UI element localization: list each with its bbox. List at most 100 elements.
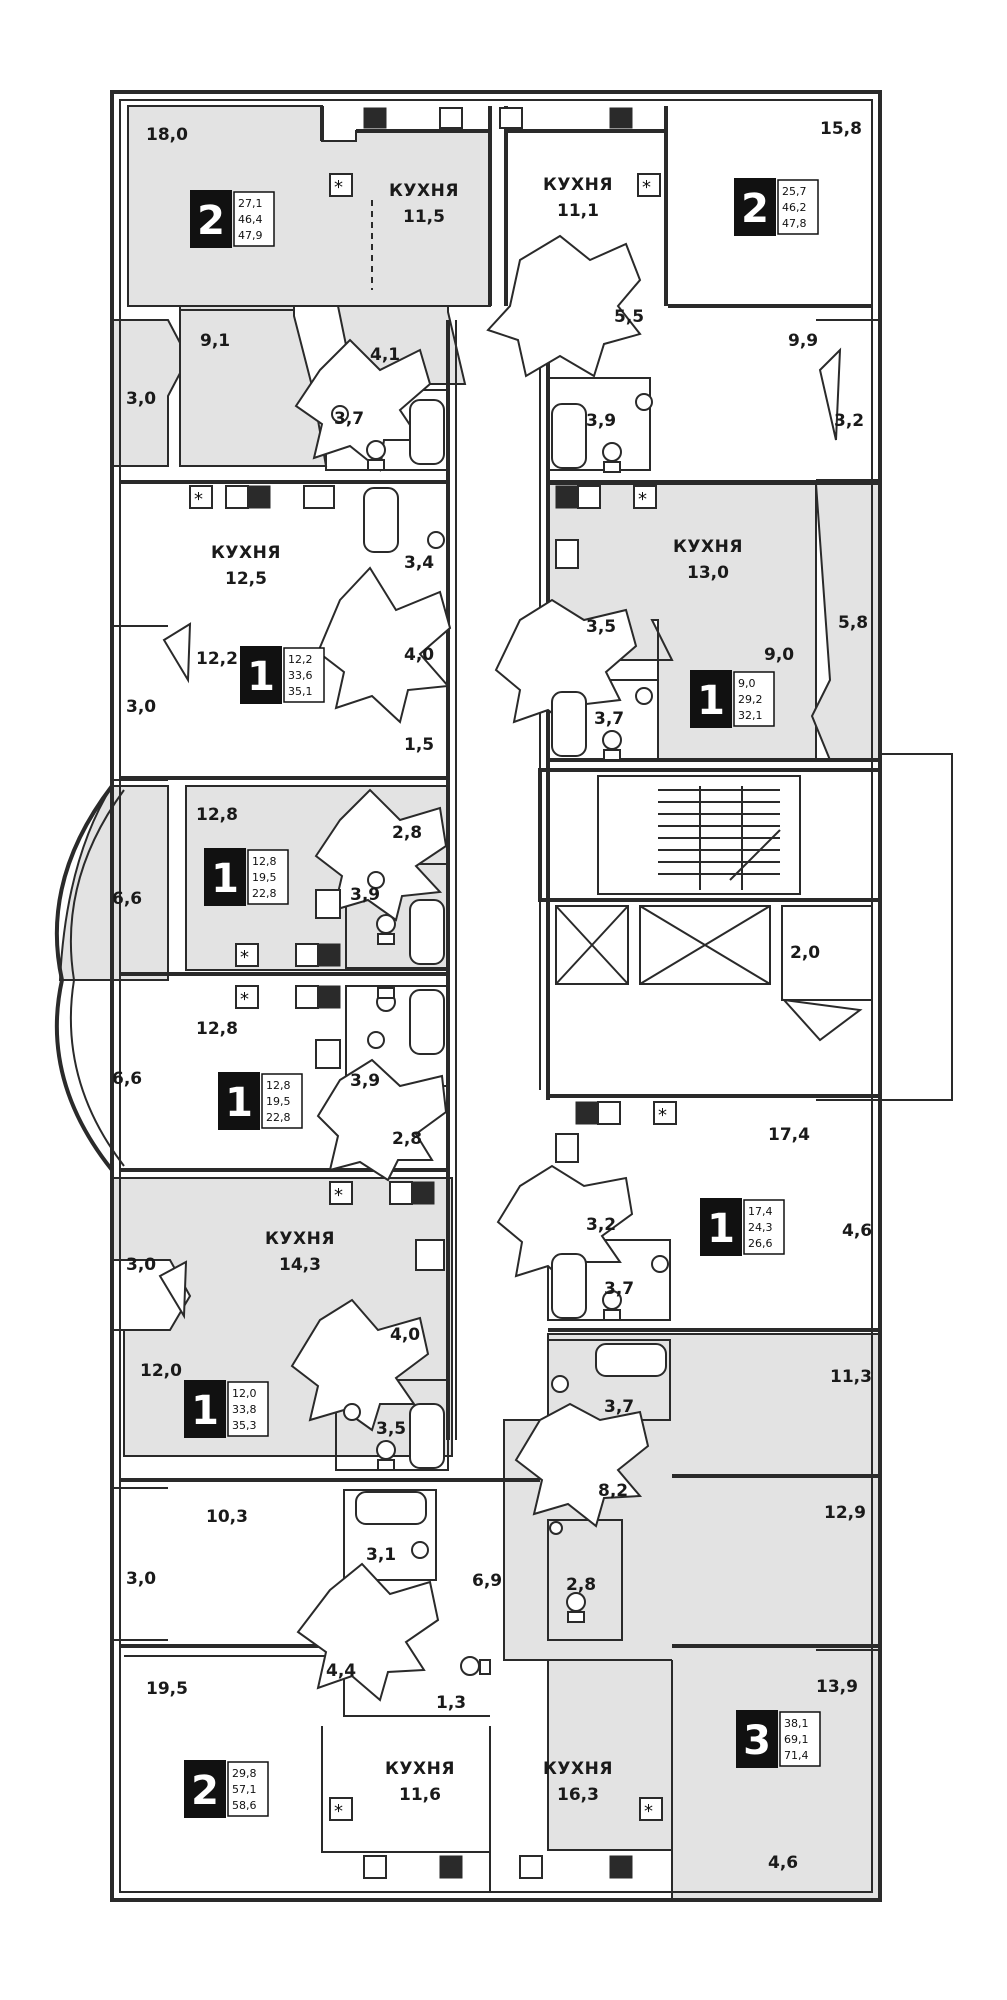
apartment-badge[interactable]: 1 9,0 29,2 32,1 [690, 670, 775, 728]
inner-walls [120, 106, 882, 1900]
badge-total-2: 57,1 [232, 1783, 257, 1796]
room-area: 3,9 [350, 885, 380, 905]
badge-total-1: 27,1 [238, 197, 263, 210]
badge-total-3: 58,6 [232, 1799, 257, 1812]
badge-total-3: 35,3 [232, 1419, 257, 1432]
room-area: 12,9 [824, 1503, 866, 1523]
apartment-badge[interactable]: 1 12,2 33,6 35,1 [240, 646, 325, 704]
apartment-badges: 2 27,1 46,4 47,9 2 25,7 46,2 47,8 1 12,2… [184, 178, 821, 1818]
badge-total-2: 19,5 [252, 871, 277, 884]
badge-total-2: 33,6 [288, 669, 313, 682]
room-area: 2,0 [790, 943, 820, 963]
kitchen-word-4: КУХНЯ [673, 537, 743, 557]
room-area: 3,9 [350, 1071, 380, 1091]
room-area: 4,4 [326, 1661, 356, 1681]
apartment-badge[interactable]: 3 38,1 69,1 71,4 [736, 1710, 821, 1768]
room-area: 13,9 [816, 1677, 858, 1697]
room-area: 10,3 [206, 1507, 248, 1527]
apartment-badge[interactable]: 2 27,1 46,4 47,9 [190, 190, 275, 248]
room-area: 2,8 [392, 1129, 422, 1149]
stove-icon [225, 107, 633, 1879]
fixtures: * * * * * * * * * * [189, 107, 677, 1879]
room-area: 5,5 [614, 307, 644, 327]
room-area: 18,0 [146, 125, 188, 145]
kitchen-area-2: 11,1 [557, 201, 599, 221]
room-area: 3,0 [126, 389, 156, 409]
room-area: 4,6 [842, 1221, 872, 1241]
kitchen-area-4: 13,0 [687, 563, 729, 583]
room-area: 1,3 [436, 1693, 466, 1713]
badge-rooms: 1 [707, 1206, 735, 1252]
badge-rooms: 1 [191, 1388, 219, 1434]
room-area: 3,0 [126, 1569, 156, 1589]
vent-icon: * * * * * * * * * * [189, 173, 677, 1822]
badge-rooms: 1 [225, 1080, 253, 1126]
room-area-labels: 18,0 15,8 5,5 9,1 4,1 9,9 3,0 3,7 3,9 3,… [112, 119, 872, 1873]
room-area: 3,9 [586, 411, 616, 431]
kitchen-area-3: 12,5 [225, 569, 267, 589]
badge-total-2: 69,1 [784, 1733, 809, 1746]
room-area: 8,2 [598, 1481, 628, 1501]
room-area: 5,8 [838, 613, 868, 633]
svg-text:*: * [240, 947, 249, 968]
svg-text:*: * [240, 989, 249, 1010]
room-area: 15,8 [820, 119, 862, 139]
bathtub-icon [551, 403, 587, 469]
badge-total-2: 46,4 [238, 213, 263, 226]
apartment-badge[interactable]: 1 12,8 19,5 22,8 [204, 848, 289, 906]
bathtub-icon [363, 487, 399, 553]
kitchen-word-1: КУХНЯ [389, 181, 459, 201]
svg-text:*: * [194, 489, 203, 510]
badge-total-2: 46,2 [782, 201, 807, 214]
room-area: 3,2 [586, 1215, 616, 1235]
apartment-badge[interactable]: 1 12,0 33,8 35,3 [184, 1380, 269, 1438]
kitchen-word-5: КУХНЯ [265, 1229, 335, 1249]
room-area: 3,7 [604, 1397, 634, 1417]
bathtub-icon [355, 1491, 427, 1525]
room-area: 6,9 [472, 1571, 502, 1591]
apartment-badge[interactable]: 2 25,7 46,2 47,8 [734, 178, 819, 236]
kitchen-word-2: КУХНЯ [543, 175, 613, 195]
apartment-badge[interactable]: 1 12,8 19,5 22,8 [218, 1072, 303, 1130]
room-area: 3,2 [834, 411, 864, 431]
room-area: 4,1 [370, 345, 400, 365]
bathtub-icon [551, 691, 587, 757]
room-area: 9,1 [200, 331, 230, 351]
bathtub-icon [409, 399, 445, 465]
bathtub-icon [551, 1253, 587, 1319]
room-area: 12,2 [196, 649, 238, 669]
kitchen-area-6: 11,6 [399, 1785, 441, 1805]
bathtub-icon [409, 989, 445, 1055]
room-area: 3,5 [586, 617, 616, 637]
sink-icon [331, 393, 669, 1559]
svg-text:*: * [334, 177, 343, 198]
apartment-badge[interactable]: 2 29,8 57,1 58,6 [184, 1760, 269, 1818]
badge-total-3: 22,8 [266, 1111, 291, 1124]
badge-total-3: 32,1 [738, 709, 763, 722]
toilet-icon [366, 440, 622, 1676]
apartment-a8-area[interactable] [111, 1177, 453, 1457]
badge-total-2: 33,8 [232, 1403, 257, 1416]
room-area: 2,8 [392, 823, 422, 843]
room-area: 4,6 [768, 1853, 798, 1873]
badge-total-3: 26,6 [748, 1237, 773, 1250]
apartment-badge[interactable]: 1 17,4 24,3 26,6 [700, 1198, 785, 1256]
badge-total-3: 35,1 [288, 685, 313, 698]
badge-rooms: 3 [743, 1718, 771, 1764]
badge-rooms: 2 [741, 186, 769, 232]
room-area: 9,0 [764, 645, 794, 665]
room-area: 3,4 [404, 553, 434, 573]
room-area: 6,6 [112, 889, 142, 909]
badge-rooms: 2 [197, 198, 225, 244]
room-area: 12,0 [140, 1361, 182, 1381]
badge-total-1: 25,7 [782, 185, 807, 198]
room-area: 4,0 [390, 1325, 420, 1345]
badge-total-1: 38,1 [784, 1717, 809, 1730]
kitchen-area-1: 11,5 [403, 207, 445, 227]
room-area: 3,7 [334, 409, 364, 429]
badge-total-3: 47,8 [782, 217, 807, 230]
badge-total-1: 12,8 [266, 1079, 291, 1092]
badge-total-2: 19,5 [266, 1095, 291, 1108]
room-area: 3,0 [126, 697, 156, 717]
room-fills [58, 105, 881, 1901]
